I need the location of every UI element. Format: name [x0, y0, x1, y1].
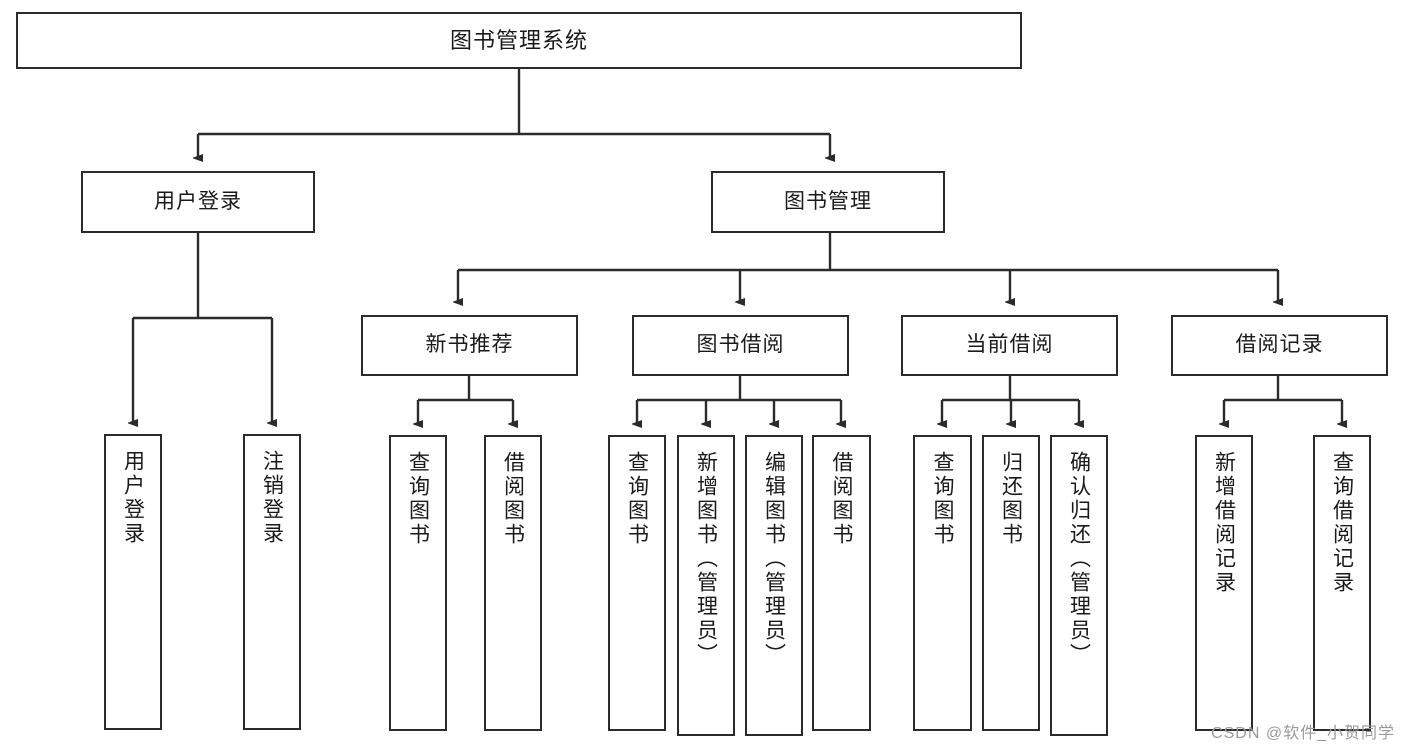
node-leaf-records-add[interactable]: 新增借阅记录	[1195, 435, 1253, 731]
node-current-borrow[interactable]: 当前借阅	[901, 315, 1118, 376]
node-borrow-records[interactable]: 借阅记录	[1171, 315, 1388, 376]
node-leaf-borrow-lend[interactable]: 借阅图书	[812, 435, 871, 731]
node-new-book-recommend[interactable]: 新书推荐	[361, 315, 578, 376]
node-leaf-newbook-borrow-label: 借阅图书	[501, 451, 525, 547]
node-leaf-newbook-query[interactable]: 查询图书	[389, 435, 447, 731]
node-borrow-records-label: 借阅记录	[1235, 333, 1324, 357]
node-book-management-label: 图书管理	[784, 189, 872, 213]
node-leaf-records-add-label: 新增借阅记录	[1212, 451, 1236, 595]
node-leaf-user-logout-label: 注销登录	[260, 450, 284, 546]
watermark: CSDN @软件_小贺同学	[1211, 725, 1395, 742]
node-new-book-recommend-label: 新书推荐	[425, 333, 514, 357]
node-current-borrow-label: 当前借阅	[965, 333, 1054, 357]
node-leaf-current-return[interactable]: 归还图书	[982, 435, 1040, 731]
node-leaf-newbook-borrow[interactable]: 借阅图书	[484, 435, 542, 731]
node-leaf-current-confirm-label: 确认归还（管理员）	[1067, 451, 1091, 667]
node-leaf-current-query[interactable]: 查询图书	[913, 435, 972, 731]
node-leaf-newbook-query-label: 查询图书	[406, 451, 430, 547]
node-user-login[interactable]: 用户登录	[81, 171, 315, 233]
node-leaf-user-login[interactable]: 用户登录	[104, 434, 162, 730]
node-leaf-records-query[interactable]: 查询借阅记录	[1313, 435, 1371, 731]
node-leaf-borrow-query[interactable]: 查询图书	[608, 435, 666, 731]
node-leaf-borrow-lend-label: 借阅图书	[830, 451, 853, 547]
node-leaf-current-return-label: 归还图书	[999, 451, 1023, 547]
node-book-management[interactable]: 图书管理	[711, 171, 945, 233]
node-leaf-borrow-add-label: 新增图书（管理员）	[694, 451, 718, 667]
node-leaf-borrow-edit[interactable]: 编辑图书（管理员）	[745, 435, 803, 736]
node-root-label: 图书管理系统	[449, 27, 588, 53]
node-leaf-records-query-label: 查询借阅记录	[1330, 451, 1354, 595]
node-leaf-borrow-add[interactable]: 新增图书（管理员）	[677, 435, 735, 736]
node-leaf-current-confirm[interactable]: 确认归还（管理员）	[1050, 435, 1108, 736]
node-book-borrow[interactable]: 图书借阅	[632, 315, 849, 376]
node-leaf-user-login-label: 用户登录	[121, 450, 145, 546]
node-book-borrow-label: 图书借阅	[696, 333, 785, 357]
node-root[interactable]: 图书管理系统	[16, 12, 1022, 69]
node-leaf-borrow-query-label: 查询图书	[625, 451, 649, 547]
node-leaf-current-query-label: 查询图书	[931, 451, 954, 547]
node-leaf-user-logout[interactable]: 注销登录	[243, 434, 301, 730]
node-user-login-label: 用户登录	[154, 189, 242, 213]
node-leaf-borrow-edit-label: 编辑图书（管理员）	[762, 451, 786, 667]
